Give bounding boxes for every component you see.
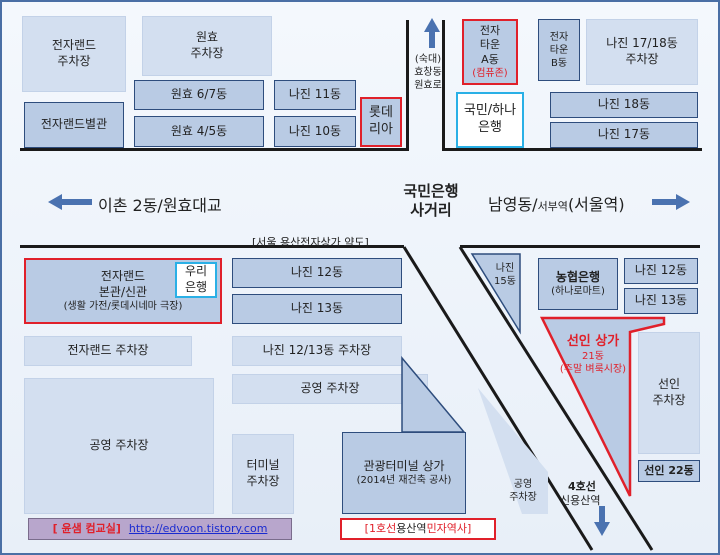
block-gongyoung-small: 공영 주차장 — [509, 479, 537, 503]
block-najin-13-right: 나진 13동 — [624, 288, 698, 314]
label-line4: 4호선 — [568, 480, 596, 493]
block-woori: 우리 은행 — [175, 262, 217, 298]
block-lotteria: 롯데 리아 — [360, 97, 402, 147]
block-najin-12: 나진 12동 — [232, 258, 402, 288]
road-south-right — [460, 245, 700, 248]
block-najin-10: 나진 10동 — [274, 116, 356, 147]
credit-url-link[interactable]: http://edvoon.tistory.com — [128, 521, 268, 535]
block-gwangwang-terminal: 관광터미널 상가 (2014년 재건축 공사) — [342, 432, 466, 514]
label-sookdae: (숙대) 효창동 원효로 — [414, 53, 442, 91]
block-seonin-label: 선인 상가 21동 (주말 벼룩시장) — [559, 333, 627, 376]
block-najin-13: 나진 13동 — [232, 294, 402, 324]
block-najin-11: 나진 11동 — [274, 80, 356, 110]
road-vertical-right — [442, 20, 445, 151]
block-jeonja-parking-top: 전자랜드 주차장 — [22, 16, 126, 92]
label-right-direction: 남영동/서부역(서울역) — [488, 195, 625, 214]
road-top-north-right — [442, 148, 702, 151]
credit-box: [ 윤샘 컴교실] http://edvoon.tistory.com — [28, 518, 292, 540]
block-najin-12-right: 나진 12동 — [624, 258, 698, 284]
block-najin-1213-parking: 나진 12/13동 주차장 — [232, 336, 402, 366]
block-jeonja-byulgwan: 전자랜드별관 — [24, 102, 124, 148]
block-terminal-parking: 터미널 주차장 — [232, 434, 294, 514]
label-intersection: 국민은행 사거리 — [403, 181, 459, 220]
line1-box: [1호선 용산역 민자역사] — [340, 518, 496, 540]
block-jeonja-town-a: 전자 타운 A동 (컴퓨존) — [462, 19, 518, 85]
road-south-left — [20, 245, 404, 248]
block-gongyoung-parking-big: 공영 주차장 — [24, 378, 214, 514]
block-wonhyo-45: 원효 4/5동 — [134, 116, 264, 147]
block-najin-1718-parking: 나진 17/18동 주차장 — [586, 19, 698, 85]
map-title: [서울 용산전자상가 약도] — [252, 236, 369, 249]
road-vertical-left — [406, 20, 409, 151]
road-top-north — [20, 148, 406, 151]
block-gongyoung-parking-1: 공영 주차장 — [232, 374, 428, 404]
block-wonhyo-parking: 원효 주차장 — [142, 16, 272, 76]
block-seonin-22: 선인 22동 — [638, 460, 700, 482]
block-najin-15: 나진 15동 — [494, 263, 516, 287]
block-seonin-parking: 선인 주차장 — [638, 332, 700, 454]
block-kookmin-hana: 국민/하나 은행 — [456, 92, 524, 148]
block-najin-17: 나진 17동 — [550, 122, 698, 148]
label-left-direction: 이촌 2동/원효대교 — [98, 196, 222, 215]
label-sinyongsan: 신용산역 — [560, 494, 601, 507]
block-nonghyup: 농협은행 (하나로마트) — [538, 258, 618, 310]
block-jeonja-parking-2: 전자랜드 주차장 — [24, 336, 192, 366]
block-najin-18: 나진 18동 — [550, 92, 698, 118]
block-wonhyo-67: 원효 6/7동 — [134, 80, 264, 110]
block-jeonja-town-b: 전자 타운 B동 — [538, 19, 580, 81]
